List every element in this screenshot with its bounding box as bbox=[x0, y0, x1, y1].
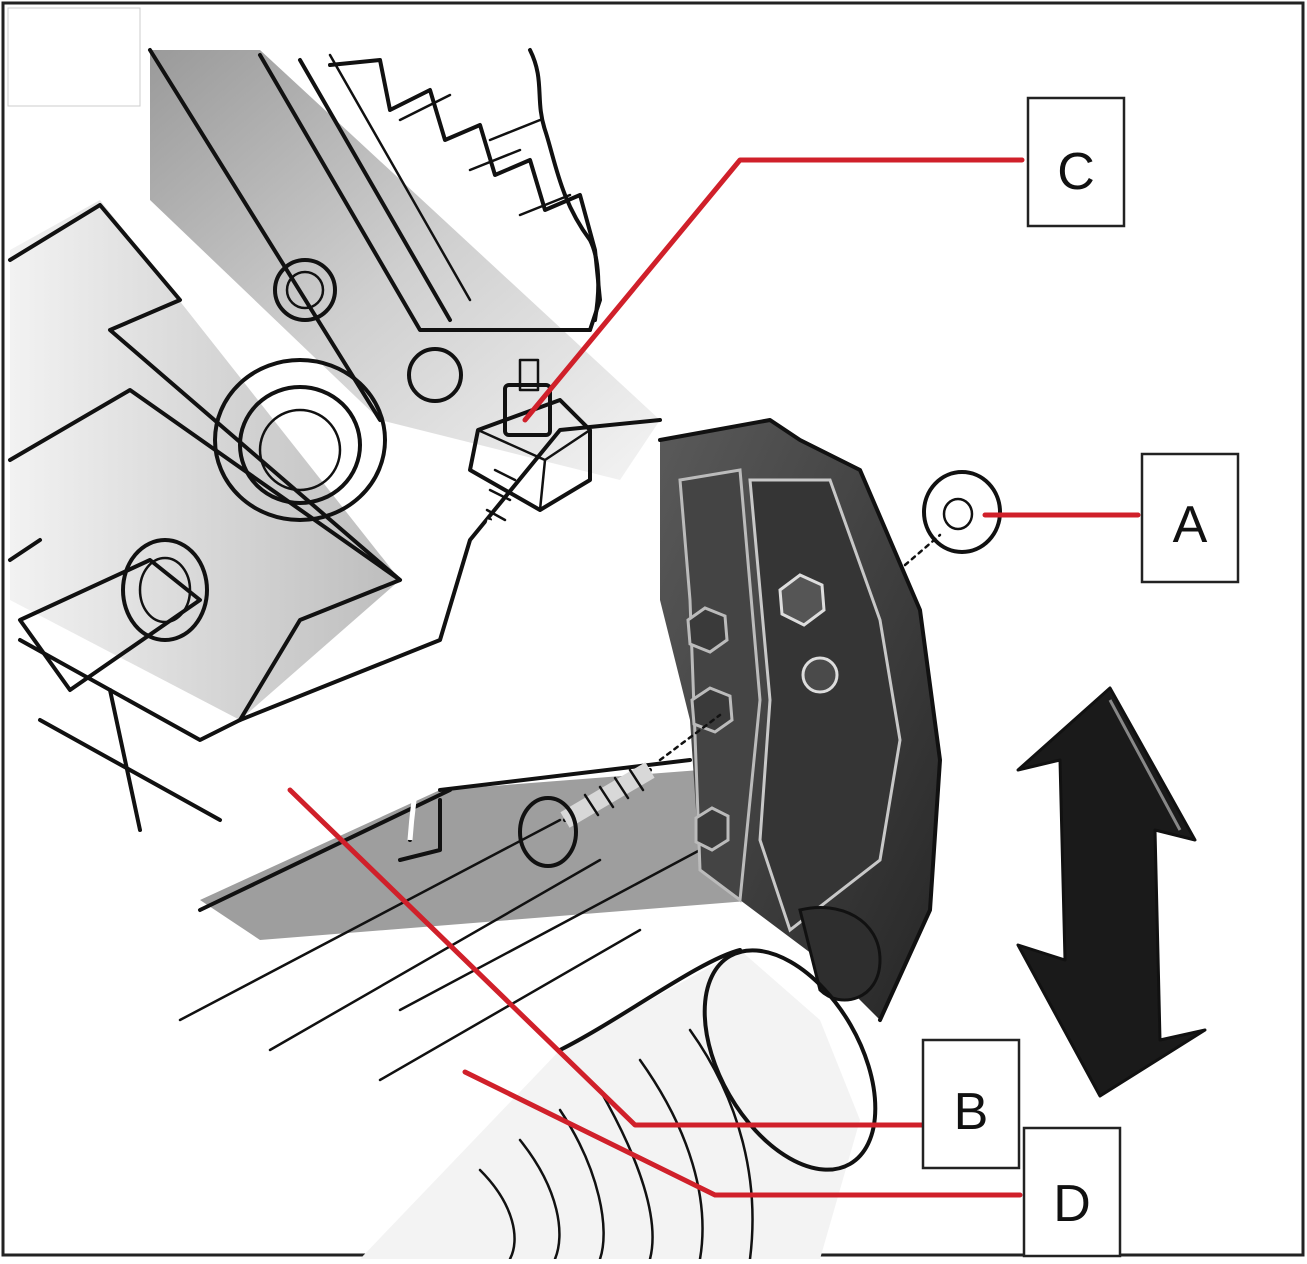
callout-b: B bbox=[921, 1038, 1021, 1170]
callout-a-label: A bbox=[1173, 496, 1208, 554]
left-bracket bbox=[8, 200, 402, 832]
callout-a: A bbox=[1140, 452, 1240, 584]
leader-b bbox=[287, 787, 925, 1128]
corner-blank-patch bbox=[7, 7, 141, 107]
callout-b-label: B bbox=[954, 1083, 989, 1141]
upper-gear-housing bbox=[148, 48, 660, 480]
double-arrow-icon bbox=[1016, 686, 1207, 1098]
ribbed-roller bbox=[360, 948, 878, 1261]
callout-c: C bbox=[1026, 96, 1126, 228]
screw bbox=[518, 713, 722, 868]
base-plate bbox=[178, 418, 760, 1082]
callout-d-label: D bbox=[1053, 1175, 1091, 1233]
cable-and-clamp bbox=[398, 358, 592, 862]
callout-c-label: C bbox=[1057, 143, 1095, 201]
washer bbox=[903, 470, 1002, 567]
leader-d bbox=[462, 1069, 1023, 1198]
dark-pivot-arm bbox=[658, 418, 942, 1022]
callout-d: D bbox=[1022, 1126, 1122, 1258]
leader-lines bbox=[287, 157, 1141, 1198]
leader-c bbox=[522, 157, 1025, 423]
